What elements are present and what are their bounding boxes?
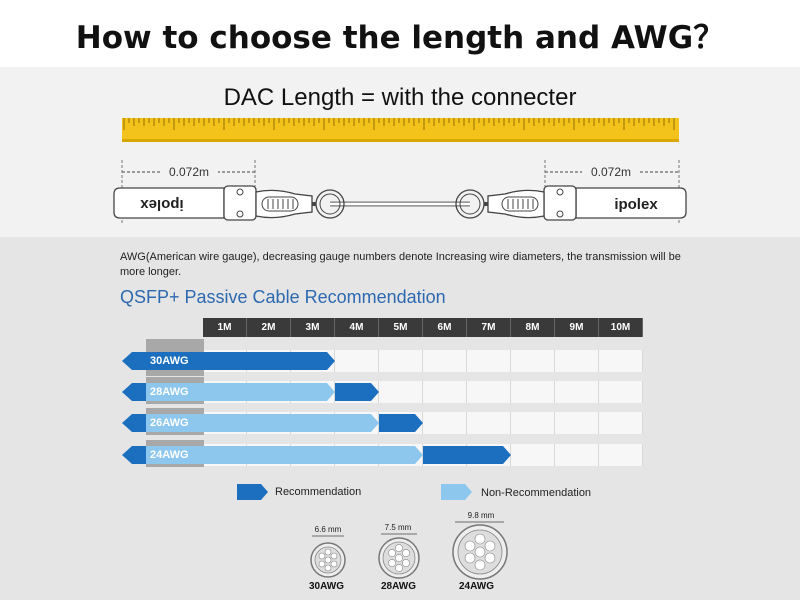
legend-recommendation-swatch (237, 484, 268, 500)
cross-section-24awg-label: 24AWG (459, 581, 495, 592)
column-header-1m: 1M (203, 318, 247, 337)
column-header-3m: 3M (291, 318, 335, 337)
cross-section-28awg-label: 28AWG (381, 581, 417, 592)
row-start-arrow (122, 383, 152, 401)
grid-cell (555, 350, 599, 372)
awg-row-label: 30AWG (150, 355, 189, 367)
column-header-6m: 6M (423, 318, 467, 337)
awg-bar-segment (146, 352, 204, 370)
row-bars-24awg (122, 446, 511, 464)
grid-cell (599, 444, 643, 466)
cross-section-24awg-icon (452, 524, 508, 580)
awg-bar-fill (146, 383, 204, 401)
cross-section-28awg-icon (378, 537, 420, 579)
awg-bar-segment (146, 446, 204, 464)
grid-cell (467, 381, 511, 403)
grid-cell (555, 381, 599, 403)
row-start-arrow (122, 414, 152, 432)
column-header-5m: 5M (379, 318, 423, 337)
cross-section-30awg-diameter: 6.6 mm (314, 525, 342, 534)
grid-cell (335, 350, 379, 372)
cable-cross-sections (310, 521, 508, 580)
left-dimension-text: 0.072m (169, 165, 209, 179)
awg-bar-segment (146, 414, 204, 432)
recommendation-bar (379, 414, 423, 432)
grid-cell (511, 412, 555, 434)
grid-cell (467, 350, 511, 372)
grid-cell (555, 444, 599, 466)
cross-section-30awg-label: 30AWG (309, 581, 345, 592)
chart-title: QSFP+ Passive Cable Recommendation (120, 287, 446, 307)
left-brand-label: ipolex (140, 196, 184, 213)
awg-bar-fill (146, 414, 204, 432)
left-connector (113, 185, 345, 221)
recommendation-bar (423, 446, 511, 464)
column-header-9m: 9M (555, 318, 599, 337)
legend-non-recommendation-label: Non-Recommendation (481, 487, 592, 499)
column-header-8m: 8M (511, 318, 555, 337)
column-header-10m: 10M (599, 318, 643, 337)
tape-ticks (123, 118, 675, 130)
grid-cell (599, 412, 643, 434)
cross-section-28awg-diameter: 7.5 mm (384, 523, 412, 532)
column-header-4m: 4M (335, 318, 379, 337)
cross-section-30awg-icon (310, 542, 346, 578)
row-start-arrow (122, 352, 152, 370)
grid-cell (511, 381, 555, 403)
grid-cell (379, 350, 423, 372)
tape-bottom-edge (122, 139, 679, 142)
cross-section-24awg-diameter: 9.8 mm (467, 511, 495, 520)
grid-cell (467, 412, 511, 434)
awg-row-label: 28AWG (150, 386, 189, 398)
grid-cell (511, 350, 555, 372)
measuring-tape (122, 118, 679, 142)
grid-cell (379, 381, 423, 403)
grid-cell (511, 444, 555, 466)
awg-bar-fill (146, 352, 204, 370)
grid-cell (423, 412, 467, 434)
grid-cell (423, 381, 467, 403)
page-title: How to choose the length and AWG？ (75, 20, 725, 56)
awg-row-label: 26AWG (150, 417, 189, 429)
row-bars-26awg (122, 414, 423, 432)
awg-description: AWG(American wire gauge), decreasing gau… (120, 251, 681, 278)
row-start-arrow (122, 446, 152, 464)
grid-cell (599, 350, 643, 372)
awg-bar-fill (146, 446, 204, 464)
grid-cell (423, 350, 467, 372)
dac-length-heading: DAC Length = with the connecter (223, 84, 577, 111)
column-header-7m: 7M (467, 318, 511, 337)
column-header-2m: 2M (247, 318, 291, 337)
non-recommendation-bar (152, 446, 423, 464)
right-dimension-text: 0.072m (591, 165, 631, 179)
awg-bar-segment (146, 383, 204, 401)
awg-row-label: 24AWG (150, 449, 189, 461)
recommendation-bar (335, 383, 379, 401)
grid-cell (599, 381, 643, 403)
right-connector (455, 185, 687, 221)
legend-non-recommendation-swatch (441, 484, 472, 500)
non-recommendation-bar (152, 414, 379, 432)
grid-cell (555, 412, 599, 434)
right-brand-label: ipolex (614, 196, 658, 213)
tape-body (122, 118, 679, 142)
legend-recommendation-label: Recommendation (275, 486, 362, 498)
dac-cable-drawing: 0.072m 0.072m (113, 160, 687, 225)
